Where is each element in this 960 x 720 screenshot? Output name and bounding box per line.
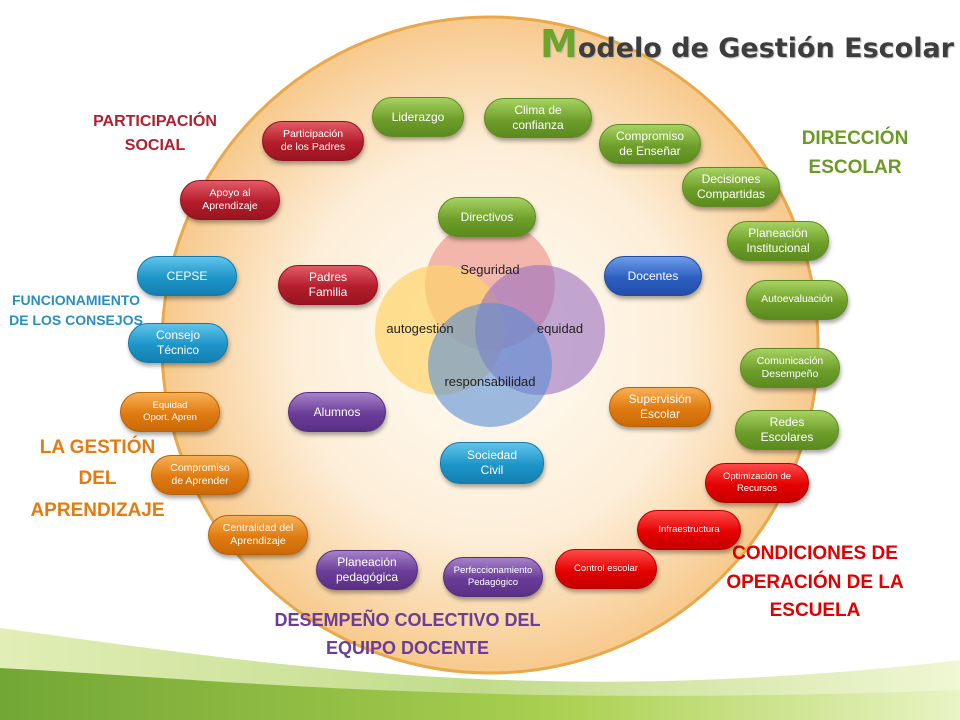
node-supervision-escolar: Supervisión Escolar [609, 387, 711, 427]
venn-responsabilidad-circle [428, 303, 552, 427]
node-planeacion-pedagogica: Planeación pedagógica [316, 550, 418, 590]
section-funcionamiento-consejos: FUNCIONAMIENTO DE LOS CONSEJOS [9, 292, 143, 329]
node-clima-confianza: Clima de confianza [484, 98, 592, 138]
node-directivos: Directivos [438, 197, 536, 237]
title-rest: odelo de Gestión Escolar [577, 33, 954, 64]
node-compromiso-aprender: Compromiso de Aprender [151, 455, 249, 495]
section-direccion-escolar: DIRECCIÓN ESCOLAR [801, 128, 909, 178]
venn-label-seguridad: Seguridad [460, 262, 520, 277]
node-compromiso-ensenar: Compromiso de Enseñar [599, 124, 701, 164]
node-sociedad-civil: Sociedad Civil [440, 442, 544, 484]
node-padres-familia: Padres Familia [278, 265, 378, 305]
node-cepse: CEPSE [137, 256, 237, 296]
node-participacion-padres: Participación de los Padres [262, 121, 364, 161]
node-alumnos: Alumnos [288, 392, 386, 432]
section-gestion-aprendizaje: LA GESTIÓN DEL APRENDIZAJE [30, 437, 165, 521]
node-comunicacion-desempeno: Comunicación Desempeño [740, 348, 840, 388]
title-initial: M [540, 22, 578, 66]
page-title: Modelo de Gestión Escolar [540, 22, 954, 66]
node-optimizacion-recursos: Optimización de Recursos [705, 463, 809, 503]
venn-label-autogestion: autogestión [386, 321, 454, 336]
node-perfeccionamiento-pedagogico: Perfeccionamiento Pedagógico [443, 557, 543, 597]
node-autoevaluacion: Autoevaluación [746, 280, 848, 320]
node-centralidad-aprendizaje: Centralidad del Aprendizaje [208, 515, 308, 555]
node-docentes: Docentes [604, 256, 702, 296]
venn-label-responsabilidad: responsabilidad [444, 374, 536, 389]
node-consejo-tecnico: Consejo Técnico [128, 323, 228, 363]
node-control-escolar: Control escolar [555, 549, 657, 589]
node-liderazgo: Liderazgo [372, 97, 464, 137]
section-condiciones-operacion: CONDICIONES DE OPERACIÓN DE LA ESCUELA [726, 543, 904, 621]
node-equidad-oportunidades: Equidad Oport. Apren [120, 392, 220, 432]
node-planeacion-institucional: Planeación Institucional [727, 221, 829, 261]
section-desempeno-colectivo: DESEMPEÑO COLECTIVO DEL EQUIPO DOCENTE [274, 610, 541, 658]
swoosh-dark [0, 668, 960, 720]
section-participacion-social: PARTICIPACIÓN SOCIAL [93, 113, 217, 154]
venn-label-equidad: equidad [536, 321, 584, 336]
node-apoyo-aprendizaje: Apoyo al Aprendizaje [180, 180, 280, 220]
node-decisiones-compartidas: Decisiones Compartidas [682, 167, 780, 207]
node-redes-escolares: Redes Escolares [735, 410, 839, 450]
node-infraestructura: Infraestructura [637, 510, 741, 550]
